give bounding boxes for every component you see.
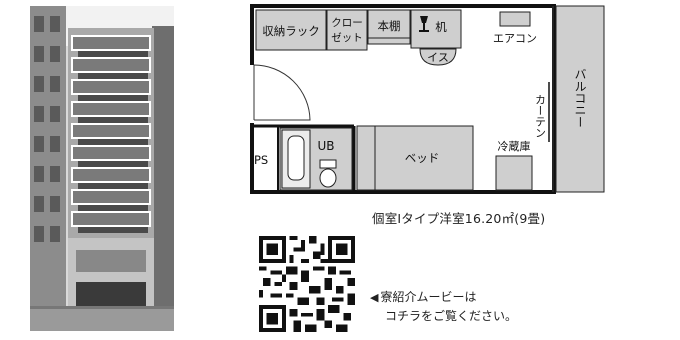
closet-label-line1: クロー xyxy=(331,17,363,29)
door-swing xyxy=(253,64,311,121)
bed xyxy=(356,125,474,191)
storage-rack xyxy=(255,9,327,51)
bookshelf-label: 本棚 xyxy=(378,19,401,33)
aircon-label: エアコン xyxy=(493,32,537,45)
closet-label-line2: ゼット xyxy=(331,32,363,44)
movie-link-line2: コチラをご覧ください。 xyxy=(385,309,518,323)
closet xyxy=(326,9,368,51)
balcony-label: バルコニー xyxy=(573,68,587,128)
left-arrow-icon: ◀ xyxy=(370,291,379,304)
floor-plan: 収納ラック クロー ゼット 本棚 机 イス エアコン カーテン バルコニー PS… xyxy=(250,4,605,194)
bed-label: ベッド xyxy=(405,151,440,165)
qr-code[interactable] xyxy=(259,236,355,332)
toilet-icon xyxy=(319,159,337,188)
movie-link-text[interactable]: ◀寮紹介ムービーは コチラをご覧ください。 xyxy=(370,288,517,325)
lamp-icon xyxy=(419,16,429,32)
aircon xyxy=(499,11,531,27)
fridge-label: 冷蔵庫 xyxy=(498,139,531,153)
movie-link-line1: 寮紹介ムービーは xyxy=(380,290,477,304)
fridge xyxy=(495,155,533,191)
chair xyxy=(419,48,457,66)
rack-label: 収納ラック xyxy=(262,24,320,38)
desk-label: 机 xyxy=(435,20,447,34)
balcony xyxy=(555,5,605,193)
building-photo xyxy=(30,6,174,331)
ps-label: PS xyxy=(254,153,268,167)
chair-label: イス xyxy=(427,51,449,64)
desk xyxy=(410,9,462,49)
room-type-caption: 個室Iタイプ洋室16.20㎡(9畳) xyxy=(372,211,546,226)
ub-label: UB xyxy=(317,139,334,153)
curtain-label: カーテン xyxy=(534,94,547,138)
